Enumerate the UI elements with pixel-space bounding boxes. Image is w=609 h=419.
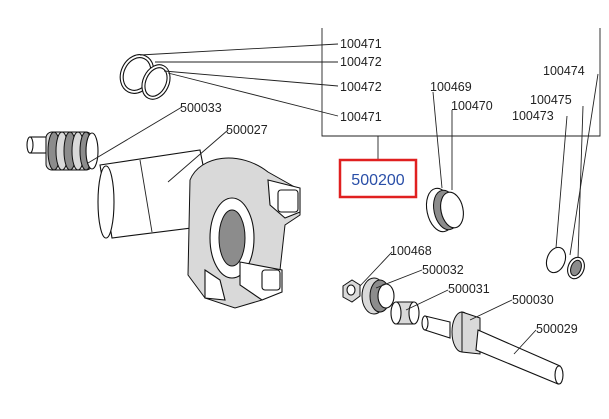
main-housing-part: [97, 149, 301, 309]
part-labels: 100471 100472 100472 100471 100469 10047…: [180, 37, 585, 336]
label-100472-top: 100472: [340, 55, 382, 69]
leader-500032: [375, 269, 423, 289]
label-100474: 100474: [543, 64, 585, 78]
label-500031: 500031: [448, 282, 490, 296]
label-500027: 500027: [226, 123, 268, 137]
assembly-number: 500200: [351, 172, 404, 189]
ring-leader-lines: [139, 43, 339, 117]
seal-ring-part: [425, 187, 464, 233]
retaining-rings-part: [119, 54, 171, 100]
label-500033: 500033: [180, 101, 222, 115]
label-100475: 100475: [530, 93, 572, 107]
nut-part: [342, 279, 361, 303]
label-500030: 500030: [512, 293, 554, 307]
label-bracket-frame: [321, 28, 601, 160]
label-100472-bottom: 100472: [340, 80, 382, 94]
leader-100473: [555, 115, 568, 249]
label-500032: 500032: [422, 263, 464, 277]
small-rings-part: [545, 246, 585, 280]
bearing-part: [361, 277, 395, 315]
leader-100475: [577, 105, 584, 259]
leader-500030: [469, 299, 513, 321]
leader-500031: [405, 289, 449, 311]
label-100469: 100469: [430, 80, 472, 94]
label-100471-bottom: 100471: [340, 110, 382, 124]
leader-500033: [87, 106, 183, 164]
pinion-shaft-part: [26, 131, 99, 171]
assembly-number-box: 500200: [338, 158, 418, 199]
label-500029: 500029: [536, 322, 578, 336]
leader-100474: [569, 73, 599, 256]
spacer-part: [390, 301, 420, 325]
output-shaft-part: [421, 311, 564, 385]
leader-100469: [432, 91, 443, 189]
label-100471-top: 100471: [340, 37, 382, 51]
leader-500027: [167, 129, 229, 183]
leader-100468: [359, 251, 393, 287]
leader-500029: [513, 329, 537, 355]
label-100468: 100468: [390, 244, 432, 258]
label-100473: 100473: [512, 109, 554, 123]
label-100470: 100470: [451, 99, 493, 113]
